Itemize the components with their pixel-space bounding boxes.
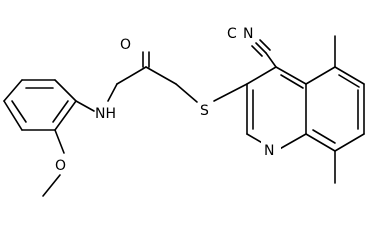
carbonyl-oxygen-label: O <box>120 37 131 53</box>
chemical-structure: C N N S O <box>3 26 365 197</box>
ring-double-bond <box>52 100 69 123</box>
ring-bond <box>305 133 336 152</box>
cyano-nitrogen-label: N <box>243 26 253 42</box>
ring-to-sulfur-bond <box>213 83 248 102</box>
cyano-bond-top <box>255 42 267 54</box>
ring-bond <box>334 66 365 85</box>
ring-bond <box>275 66 307 85</box>
methoxy-oxygen-label: O <box>55 158 66 174</box>
ring-bond <box>3 79 23 102</box>
nh-to-phenyl-bond <box>75 100 95 112</box>
ring-bond <box>305 66 336 85</box>
ring-double-bond <box>312 129 336 144</box>
cyano-group: C N <box>227 26 277 68</box>
nh-bond <box>107 83 118 102</box>
carbonyl-to-nh-bond <box>116 66 147 85</box>
amide-nh-label: NH <box>95 106 116 122</box>
cyano-triple-bond-2 <box>251 45 263 57</box>
ring-nitrogen-mask <box>261 140 281 158</box>
quinoline-pyridine-ring: N <box>246 66 307 159</box>
methoxy-methyl-bond <box>42 174 61 197</box>
methoxyphenyl-ring: O <box>3 79 77 197</box>
ring-double-bond <box>280 74 304 89</box>
cyano-attachment-bond <box>265 52 277 68</box>
ring-to-methoxy-bond <box>54 129 65 154</box>
quinoline-benzene-ring <box>305 35 365 184</box>
ring-bond <box>3 100 23 131</box>
cyano-carbon-label: C <box>227 26 237 42</box>
ring-bond <box>54 100 77 131</box>
ring-double-bond <box>11 100 27 123</box>
sulfur-to-ch2-bond <box>175 83 198 103</box>
ch2-to-carbonyl-bond <box>145 66 177 85</box>
ring-bond <box>54 79 77 102</box>
ring-bond <box>334 133 365 152</box>
ring-bond <box>246 66 277 85</box>
ring-nitrogen-label: N <box>264 143 274 159</box>
cyano-triple-bond-1 <box>259 39 271 51</box>
ring-double-bond <box>338 74 360 88</box>
sulfur-label: S <box>200 103 209 119</box>
thioether-linkage: S <box>145 66 248 119</box>
amide-group: O NH <box>75 37 150 122</box>
